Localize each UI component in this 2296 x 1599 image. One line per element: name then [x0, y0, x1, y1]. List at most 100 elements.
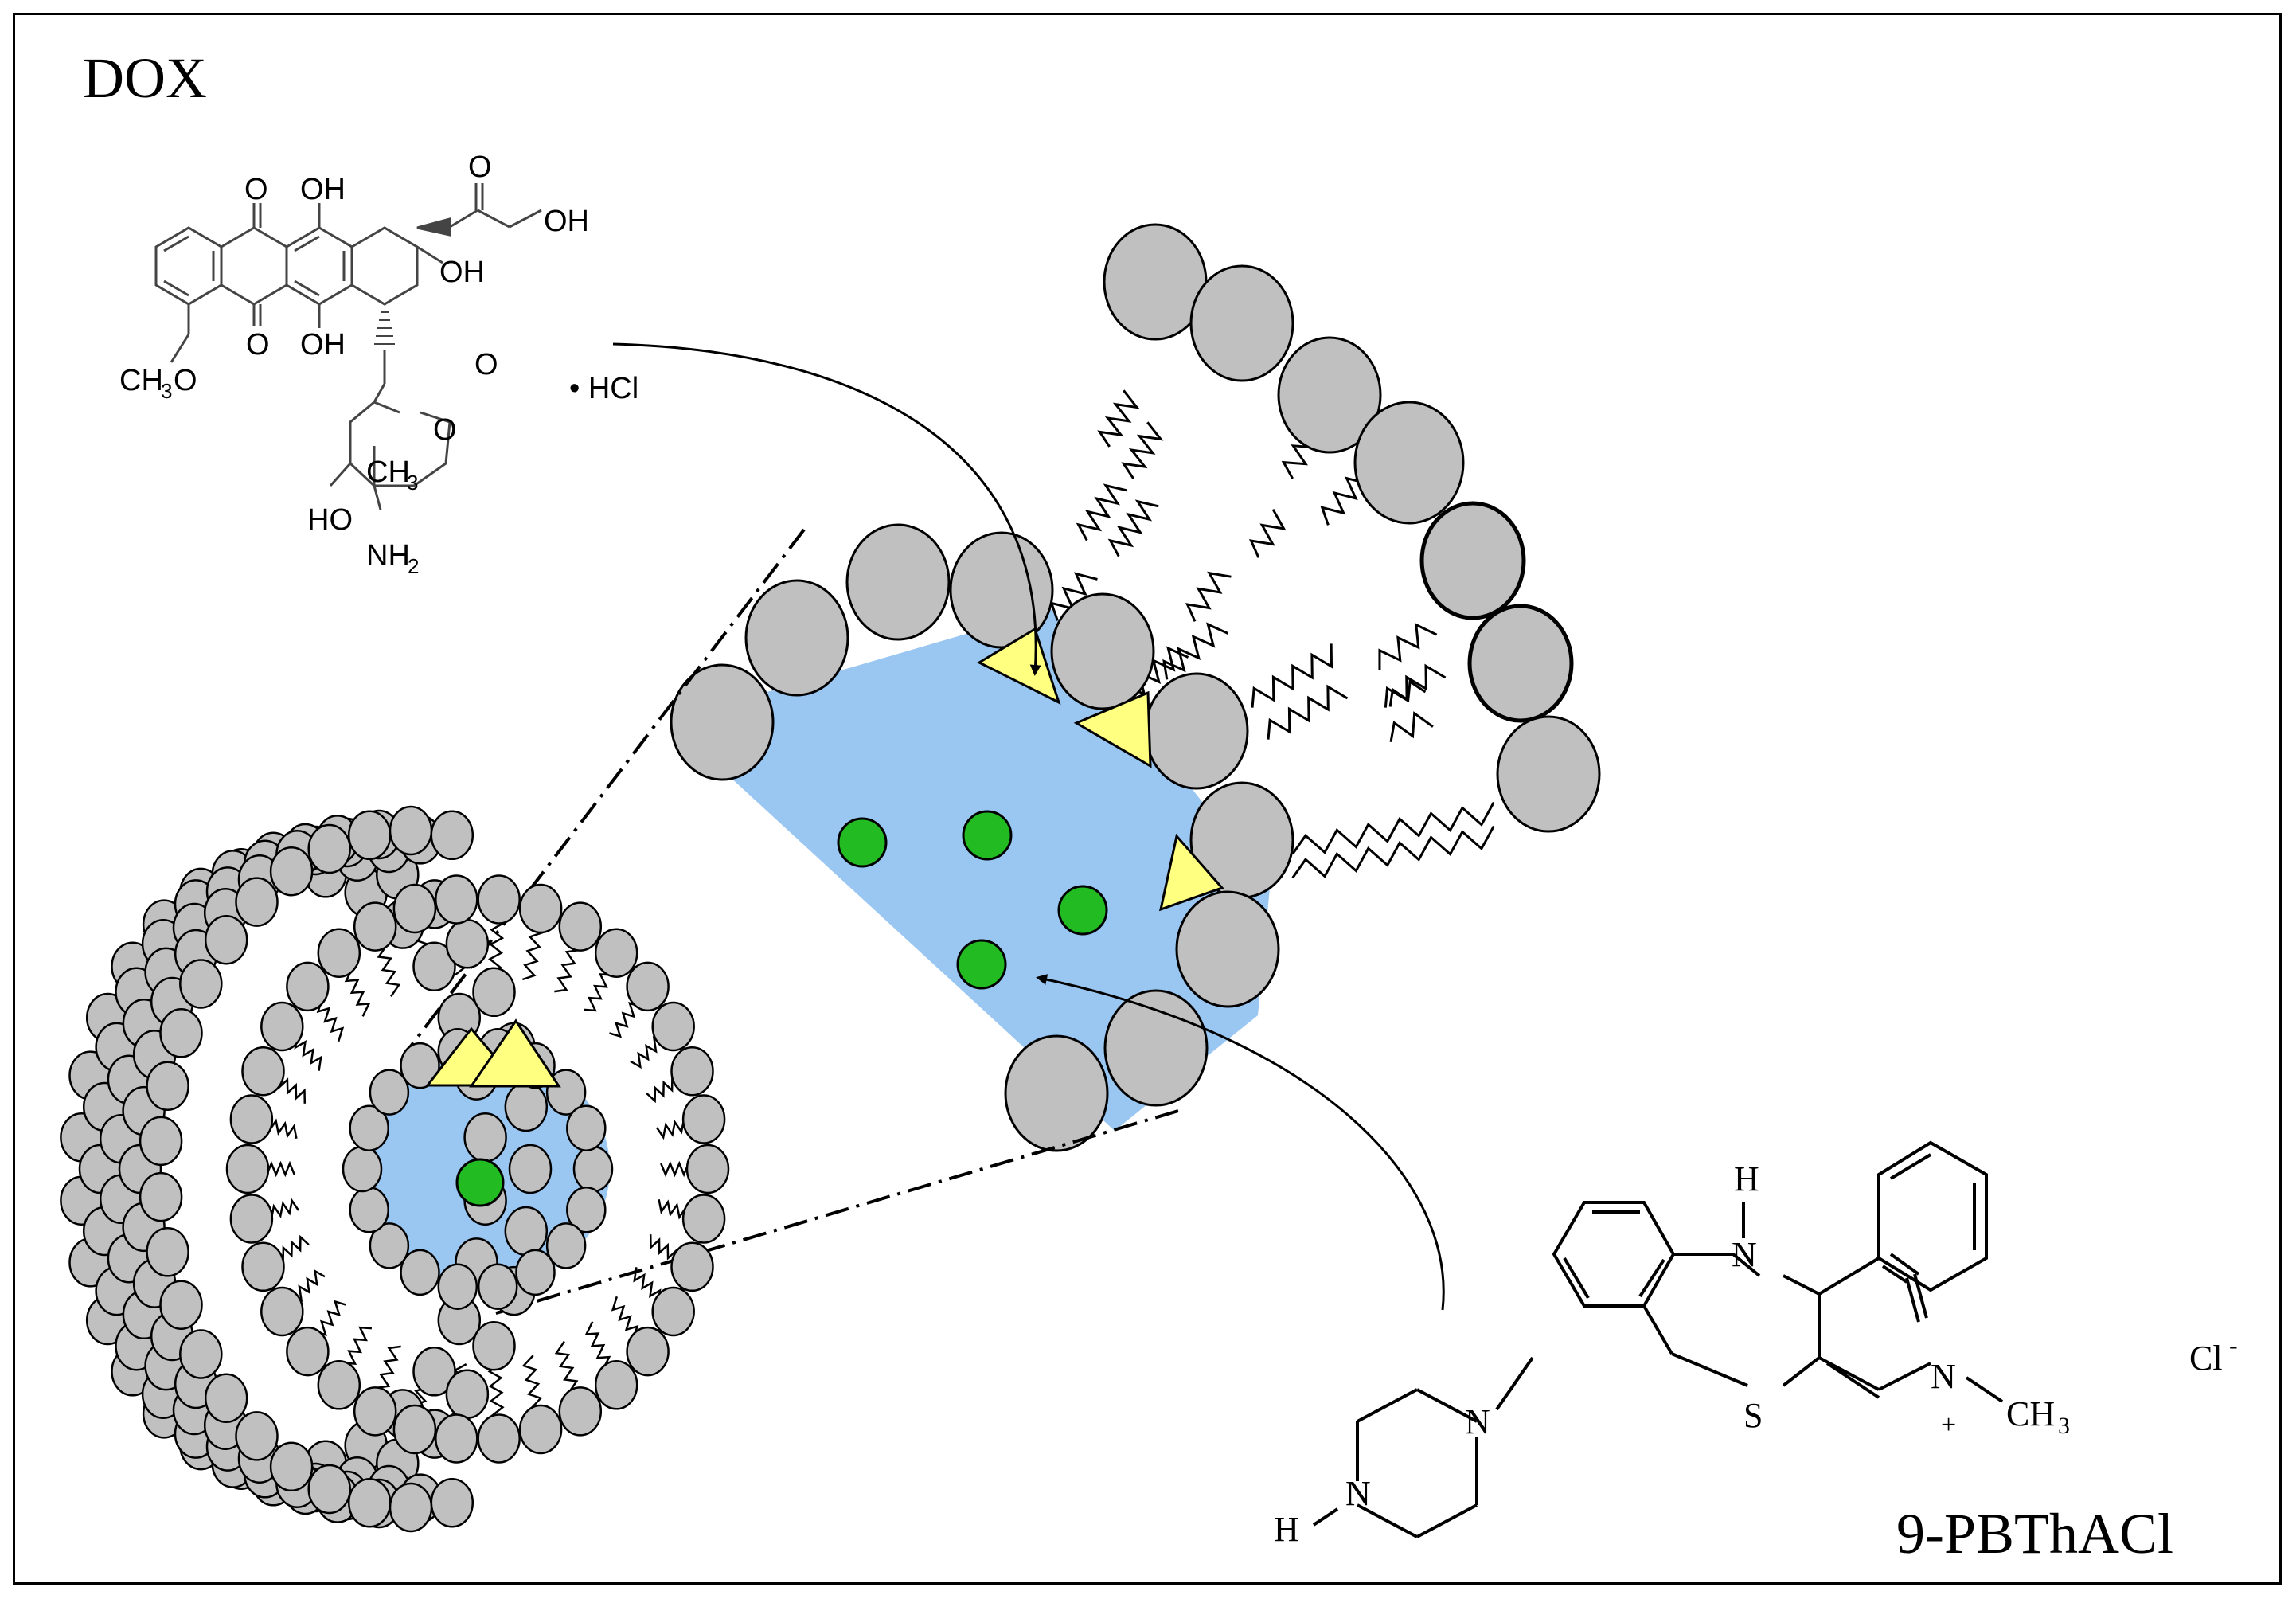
- micelle-head: [477, 1413, 521, 1464]
- zoom-dye-markers: [837, 810, 1108, 990]
- dox-structure: [154, 183, 542, 510]
- svg-text:CH: CH: [119, 364, 163, 397]
- micelle-inner-head: [349, 1104, 389, 1151]
- svg-text:OH: OH: [300, 328, 346, 362]
- svg-text:HO: HO: [307, 503, 353, 537]
- micelle-head: [626, 1326, 670, 1377]
- micelle-head: [392, 1404, 437, 1455]
- svg-text:N: N: [1345, 1474, 1371, 1513]
- micelle-head: [229, 1094, 274, 1144]
- micelle-head: [139, 1116, 183, 1167]
- micelle-head: [472, 967, 516, 1018]
- micelle-head: [225, 1144, 270, 1194]
- micelle-head: [681, 1194, 726, 1244]
- micelle-head: [269, 1441, 314, 1492]
- micelle-inner-head: [369, 1222, 410, 1269]
- micelle-head: [594, 1360, 638, 1410]
- micelle-head: [392, 883, 437, 934]
- micelle-head: [508, 1144, 553, 1194]
- micelle-head: [146, 1061, 189, 1111]
- dye-arrow: [1036, 974, 1445, 1311]
- micelle-head: [558, 901, 603, 952]
- svg-text:OH: OH: [439, 256, 485, 289]
- micelle-head: [353, 1386, 397, 1437]
- dye-marker: [837, 817, 888, 868]
- micelle-head: [412, 1347, 456, 1397]
- micelle-head: [241, 1046, 285, 1097]
- dye-marker: [962, 810, 1013, 861]
- micelle-head: [179, 959, 223, 1009]
- svg-text:H: H: [1274, 1510, 1299, 1549]
- micelle-head: [445, 918, 490, 969]
- svg-text:3: 3: [407, 471, 418, 495]
- micelle-head: [241, 1241, 285, 1292]
- micelle: [60, 805, 730, 1533]
- chloride-charge: -: [2229, 1331, 2238, 1359]
- micelle-head: [235, 1411, 279, 1461]
- micelle-head: [430, 810, 474, 861]
- micelle-head: [286, 961, 330, 1012]
- micelle-head: [389, 1482, 433, 1533]
- micelle-head: [179, 1329, 223, 1379]
- micelle-head: [681, 1094, 726, 1144]
- micelle-head: [435, 874, 478, 925]
- micelle-head: [651, 1001, 695, 1052]
- micelle-head: [518, 1404, 563, 1455]
- pbth-structure: [1312, 1140, 2004, 1538]
- micelle-head: [504, 1206, 549, 1257]
- micelle-dye-marker: [455, 1158, 505, 1207]
- pbth-atom-labels: H N N + CH 3 S N N H Cl -: [1274, 1159, 2238, 1549]
- micelle-head: [159, 1008, 203, 1058]
- dox-arrow: [612, 342, 1041, 676]
- dox-marker: [976, 627, 1061, 705]
- svg-text:NH: NH: [366, 539, 410, 573]
- micelle-head: [353, 901, 397, 952]
- micelle-head: [286, 1326, 330, 1377]
- micelle-head: [477, 874, 521, 925]
- svg-text:O: O: [468, 151, 492, 184]
- svg-text:OH: OH: [300, 173, 346, 206]
- micelle-head: [317, 928, 361, 978]
- micelle-head: [651, 1286, 695, 1337]
- dox-marker: [1158, 833, 1224, 912]
- svg-text:2: 2: [408, 554, 419, 578]
- micelle-head: [389, 805, 433, 856]
- micelle-head: [146, 1227, 189, 1277]
- micelle-head: [204, 914, 248, 965]
- svg-text:S: S: [1743, 1396, 1763, 1435]
- pbth-title: 9-PBThACl: [1896, 1502, 2173, 1566]
- dye-marker: [956, 939, 1007, 990]
- micelle-inner-head: [572, 1145, 614, 1193]
- micelle-head: [159, 1280, 203, 1330]
- micelle-inner-head: [437, 1263, 478, 1310]
- micelle-head: [504, 1081, 549, 1132]
- svg-text:O: O: [433, 413, 457, 447]
- micelle-outer-heads: [60, 805, 730, 1533]
- zoom-lipid-heads: [670, 223, 1601, 1152]
- micelle-head: [594, 928, 638, 978]
- svg-text:OH: OH: [544, 205, 589, 238]
- micelle-tail: [554, 1340, 581, 1396]
- micelle-head: [685, 1144, 730, 1194]
- micelle-tail: [521, 921, 545, 981]
- micelle-inner-head: [566, 1187, 607, 1233]
- svg-text:N: N: [1465, 1402, 1490, 1441]
- micelle-head: [472, 1320, 516, 1371]
- micelle-head: [260, 1286, 304, 1337]
- micelle-head: [307, 1464, 351, 1515]
- svg-text:3: 3: [161, 379, 172, 403]
- micelle-head: [558, 1386, 603, 1437]
- micelle-head: [317, 1360, 361, 1410]
- micelle-tail: [374, 942, 401, 998]
- micelle-inner-head: [342, 1145, 383, 1193]
- svg-text:H: H: [1734, 1159, 1759, 1198]
- micelle-inner-head: [515, 1249, 556, 1296]
- svg-text:O: O: [474, 348, 498, 381]
- micelle-inner-head: [349, 1187, 389, 1233]
- micelle-head: [430, 1477, 474, 1528]
- zoom-section: [669, 223, 1601, 1152]
- dox-atom-labels: O OH O OH OH CH 3 O O OH O O CH 3 HO NH …: [119, 151, 638, 578]
- micelle-head: [435, 1413, 478, 1464]
- micelle-dox-marker-shape: [469, 1018, 561, 1088]
